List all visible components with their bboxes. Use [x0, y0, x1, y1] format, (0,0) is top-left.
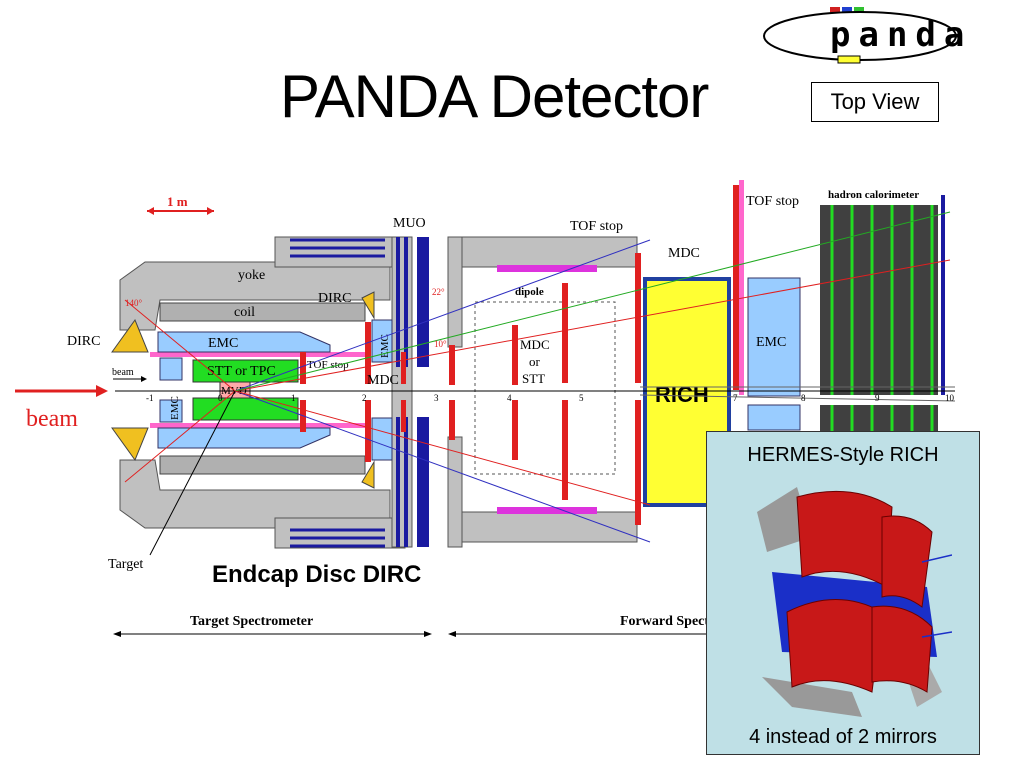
- muo-label: MUO: [393, 216, 426, 231]
- inset-caption: 4 instead of 2 mirrors: [749, 726, 937, 748]
- inset-title: HERMES-Style RICH: [747, 444, 939, 466]
- yoke-bottom: [119, 459, 391, 529]
- tick-10: 10: [945, 393, 955, 403]
- angle-10-label: 10°: [434, 339, 447, 349]
- beam-label: beam: [26, 406, 78, 432]
- tof-stop-inner-label: TOF stop: [307, 359, 349, 371]
- tick-7: 7: [733, 393, 738, 403]
- tick-3: 3: [434, 393, 439, 403]
- tick-4: 4: [507, 393, 512, 403]
- scale-label: 1 m: [167, 194, 188, 209]
- mdc-or-label: MDC: [520, 337, 550, 352]
- tof-stop-dipole-label: TOF stop: [570, 219, 623, 234]
- or-label: or: [529, 354, 541, 369]
- tick-5: 5: [579, 393, 584, 403]
- mdc-fwd-label: MDC: [668, 246, 700, 261]
- yoke-top: [119, 261, 391, 331]
- rich-inset: HERMES-Style RICH 4 instead of 2 mirrors: [706, 431, 980, 755]
- page-title: PANDA Detector: [280, 63, 709, 130]
- tick-8: 8: [801, 393, 806, 403]
- coil-bottom: [159, 455, 366, 475]
- beam-small-label: beam: [112, 367, 134, 378]
- mdc-inner-label: MDC: [367, 373, 399, 388]
- target-spectrometer-label: Target Spectrometer: [190, 614, 313, 629]
- tof-stop-fwd-label: TOF stop: [746, 194, 799, 209]
- panda-logo: panda: [763, 7, 972, 64]
- caption: Endcap Disc DIRC: [212, 561, 422, 588]
- coil-top: [159, 302, 366, 322]
- emc-fwd-label: EMC: [756, 335, 786, 350]
- tick-2: 2: [362, 393, 367, 403]
- emc-end-label: EMC: [169, 396, 181, 420]
- rich-mirror-illustration: [757, 487, 952, 717]
- angle-140-label: 140°: [125, 298, 143, 308]
- dipole-label: dipole: [515, 286, 544, 298]
- target-label: Target: [108, 557, 143, 572]
- stt2-label: STT: [522, 371, 545, 386]
- hadron-cal-label: hadron calorimeter: [828, 189, 919, 201]
- view-label: Top View: [811, 82, 939, 122]
- rich-label: RICH: [655, 382, 709, 407]
- yoke-label: yoke: [238, 268, 265, 283]
- logo-text: panda: [830, 15, 972, 55]
- tick-9: 9: [875, 393, 880, 403]
- angle-22-label: 22°: [432, 287, 445, 297]
- emc-barrel-label: EMC: [208, 336, 238, 351]
- tick-1: 1: [291, 393, 296, 403]
- tick-m1: -1: [146, 393, 154, 403]
- stt-label: STT or TPC: [207, 364, 276, 379]
- coil-label: coil: [234, 305, 255, 320]
- tick-0: 0: [218, 393, 223, 403]
- dirc-barrel-label: DIRC: [318, 291, 351, 306]
- dirc-left-label: DIRC: [67, 334, 100, 349]
- emc-back-label: EMC: [379, 334, 391, 358]
